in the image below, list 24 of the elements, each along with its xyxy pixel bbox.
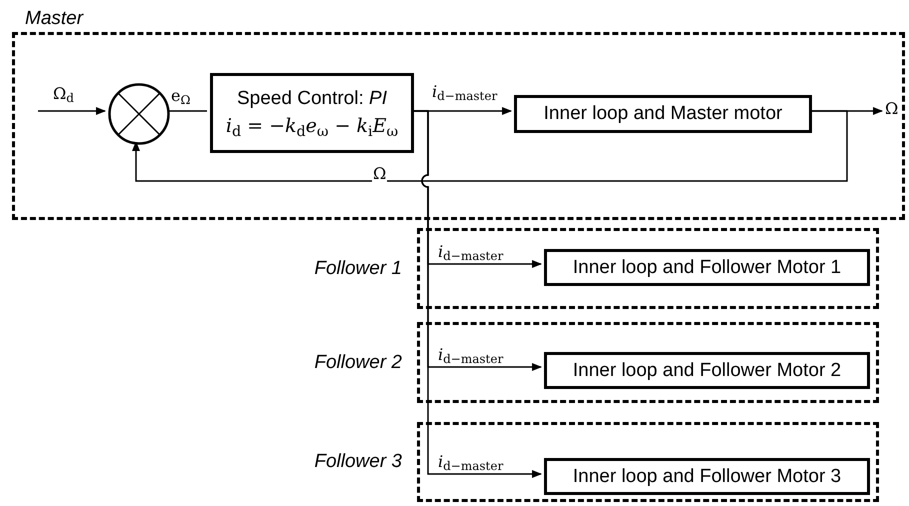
process-box: [544, 249, 870, 286]
group-heading: Follower 1: [314, 256, 402, 280]
process-box: [210, 73, 414, 153]
box-title: Inner loop and Follower Motor 3: [572, 464, 842, 488]
summing-junction: [108, 83, 170, 145]
signal-arrow: [38, 107, 106, 115]
box-title: Inner loop and Follower Motor 1: [572, 256, 842, 280]
process-box: [544, 352, 870, 389]
box-title: Inner loop and Follower Motor 2: [572, 358, 842, 382]
edge-label: Ω$_{d}$: [52, 84, 75, 104]
process-box: [514, 95, 812, 133]
group-heading: Follower 3: [314, 450, 402, 474]
edge-label: i$_{d−master}$: [437, 452, 504, 472]
signal-arrow: [132, 110, 848, 182]
edge-label: i$_{d−master}$: [431, 82, 498, 102]
box-title: Speed Control: PI: [237, 87, 387, 111]
edge-label: i$_{d−master}$: [437, 242, 504, 262]
process-box: [544, 458, 870, 495]
group-heading: Master: [25, 7, 84, 31]
edge-label: Ω: [372, 164, 388, 184]
group-heading: Follower 2: [314, 350, 402, 374]
edge-label: i$_{d−master}$: [437, 345, 504, 365]
equation-text: i$_{d}$ = −k$_{d}$e$_{ω}$ − k$_{i}$E$_{ω}$: [226, 115, 398, 139]
box-title: Inner loop and Master motor: [544, 102, 782, 126]
